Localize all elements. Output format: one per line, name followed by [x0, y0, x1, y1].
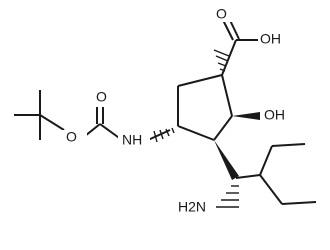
- bond-ring-3: [221, 74, 233, 117]
- hash-bond-nh: [153, 127, 175, 143]
- bond-ring-5: [177, 125, 215, 141]
- bond-side-chain-1: [235, 174, 261, 179]
- bond-side-chain-4: [259, 174, 283, 205]
- hash-bond-cooh: [213, 49, 230, 72]
- bond-ring-2: [177, 74, 223, 87]
- bond-ring-4: [213, 115, 233, 141]
- bond-side-chain-2: [259, 145, 273, 176]
- label-acid-carbonyl-oxygen: O: [216, 6, 227, 22]
- label-carboxylic-oh: OH: [260, 31, 281, 47]
- wedge-bond-hydroxyl: [232, 112, 260, 120]
- label-carbamate-nh: NH: [122, 132, 142, 148]
- label-hydroxyl-oh: OH: [264, 107, 285, 123]
- label-boc-carbonyl-oxygen: O: [96, 89, 107, 105]
- wedge-bond-side-chain: [214, 140, 239, 180]
- bond-side-chain-3: [271, 143, 306, 147]
- hash-bond-amine: [216, 185, 239, 208]
- bond-ring-cooh: [221, 39, 237, 76]
- bond-side-chain-5: [281, 201, 317, 205]
- label-amine-h2n: H2N: [178, 199, 206, 215]
- bond-n-ring: [147, 129, 171, 141]
- bond-tbu-o: [39, 114, 65, 131]
- label-boc-ester-oxygen: O: [66, 129, 77, 145]
